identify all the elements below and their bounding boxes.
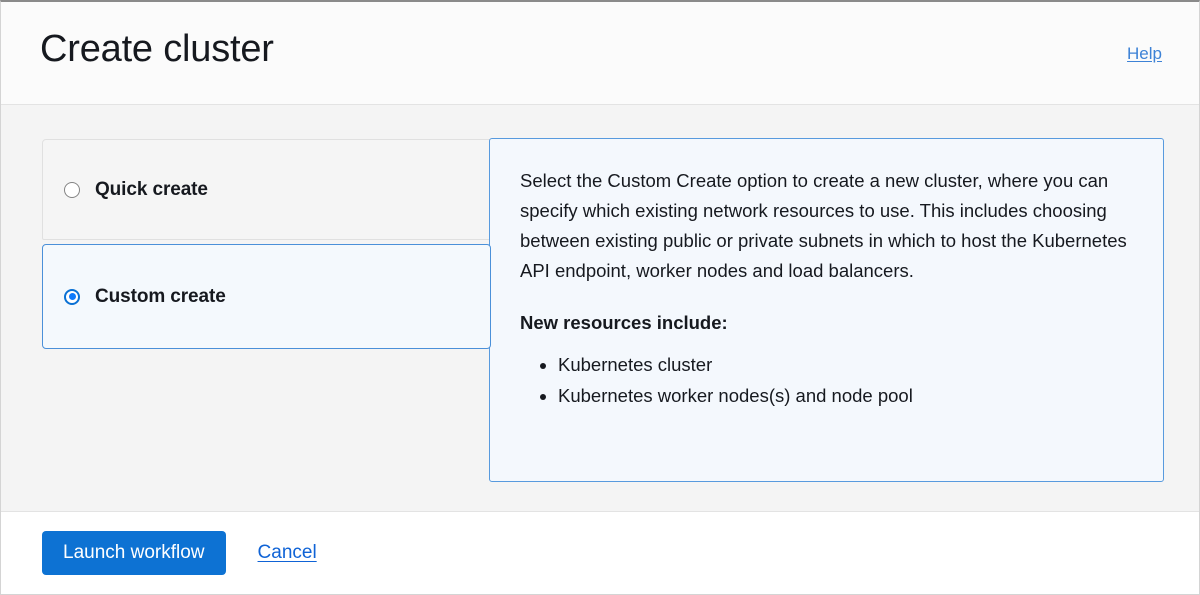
page-body: Quick create Custom create Select the Cu… bbox=[1, 105, 1199, 511]
launch-workflow-button[interactable]: Launch workflow bbox=[42, 531, 226, 575]
page-title: Create cluster bbox=[40, 28, 274, 70]
list-item: Kubernetes worker nodes(s) and node pool bbox=[558, 380, 1133, 411]
page-header: Create cluster Help bbox=[1, 2, 1199, 105]
info-panel: Select the Custom Create option to creat… bbox=[489, 138, 1164, 482]
radio-quick-create[interactable] bbox=[64, 181, 80, 198]
info-panel-subheading: New resources include: bbox=[520, 312, 728, 333]
help-link[interactable]: Help bbox=[1127, 44, 1162, 63]
cancel-link[interactable]: Cancel bbox=[257, 542, 317, 563]
option-card-quick-create[interactable]: Quick create bbox=[42, 139, 491, 240]
page-footer: Launch workflow Cancel bbox=[1, 511, 1199, 594]
option-card-custom-create[interactable]: Custom create bbox=[42, 244, 491, 349]
info-panel-list: Kubernetes cluster Kubernetes worker nod… bbox=[520, 349, 1133, 411]
option-label-custom-create: Custom create bbox=[95, 285, 226, 307]
info-panel-paragraph: Select the Custom Create option to creat… bbox=[520, 170, 1127, 281]
option-label-quick-create: Quick create bbox=[95, 178, 208, 200]
radio-custom-create[interactable] bbox=[64, 288, 80, 305]
list-item: Kubernetes cluster bbox=[558, 349, 1133, 380]
